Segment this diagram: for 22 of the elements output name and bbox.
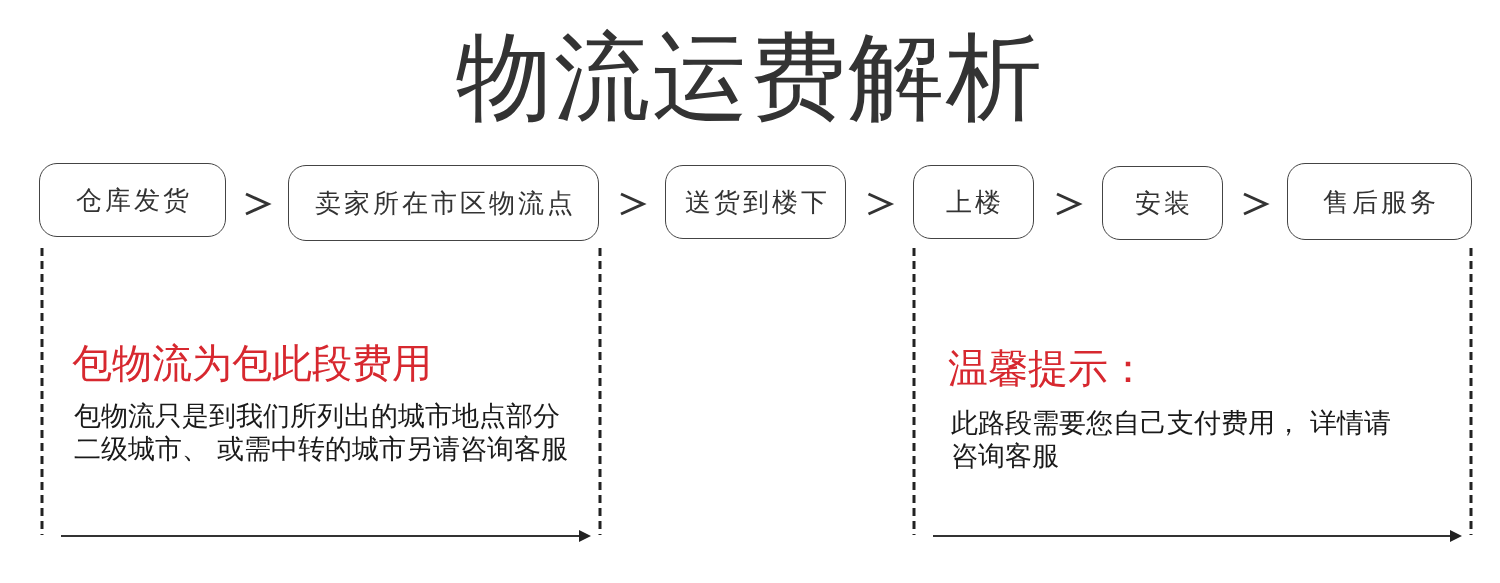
note-heading: 包物流为包此段费用 <box>72 340 433 387</box>
step-box <box>1287 163 1472 240</box>
chevron-arrow <box>620 192 647 216</box>
step-label: 卖家所在市区物流点 <box>313 187 576 219</box>
step-box <box>913 165 1034 239</box>
step-box <box>39 163 226 237</box>
step-label: 送货到楼下 <box>683 186 830 218</box>
note-text: 此路段需要您自己支付费用， 详情请咨询客服 <box>951 407 1392 473</box>
note-text: 包物流只是到我们所列出的城市地点部分二级城市、 或需中转的城市另请咨询客服 <box>74 400 569 466</box>
diagram-title: 物流运费解析 <box>455 22 1045 132</box>
step-box <box>288 165 599 241</box>
step-label: 售后服务 <box>1322 185 1439 218</box>
step-label: 上楼 <box>945 186 1004 218</box>
note-heading: 温馨提示： <box>948 345 1149 392</box>
step-label: 安装 <box>1134 187 1193 219</box>
chevron-arrow <box>245 192 272 216</box>
chevron-arrow <box>867 192 895 216</box>
step-box <box>665 165 846 239</box>
chevron-arrow <box>1243 192 1270 216</box>
step-label: 仓库发货 <box>75 184 192 216</box>
step-box <box>1102 166 1223 240</box>
chevron-arrow <box>1056 192 1083 216</box>
